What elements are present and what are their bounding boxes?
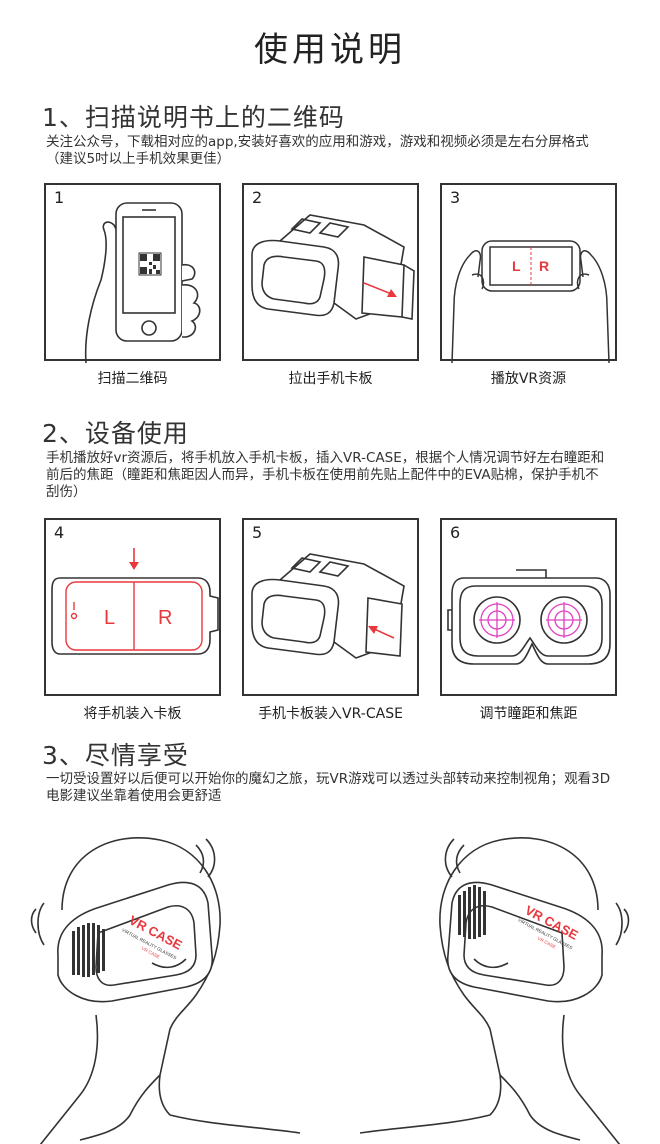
step-4-caption: 将手机装入卡板 bbox=[83, 706, 182, 722]
section-1-description: 关注公众号，下载相对应的app,安装好喜欢的应用和游戏，游戏和视频必须是左右分屏… bbox=[46, 134, 626, 168]
section-2-desc-line-3: 刮伤） bbox=[46, 484, 87, 500]
section-2-heading: 2、设备使用 bbox=[42, 419, 189, 448]
right-head-figure bbox=[359, 837, 630, 1144]
page-title: 使用说明 bbox=[254, 30, 406, 70]
right-eye-label: R bbox=[539, 258, 549, 274]
step-6-caption: 调节瞳距和焦距 bbox=[479, 706, 578, 722]
step-2-caption: 拉出手机卡板 bbox=[288, 371, 373, 387]
step-1-number: 1 bbox=[54, 188, 65, 207]
enjoy-vr-illustration: VR CASE VIRTUAL REALITY GLASSES VR CASE … bbox=[30, 837, 630, 1144]
adjust-lens-illustration bbox=[447, 569, 611, 665]
step-6-number: 6 bbox=[450, 523, 461, 542]
section-3-description: 一切受设置好以后便可以开始你的魔幻之旅，玩VR游戏可以透过头部转动来控制视角；观… bbox=[46, 771, 626, 805]
section-1-heading: 1、扫描说明书上的二维码 bbox=[42, 103, 345, 132]
step-2-number: 2 bbox=[252, 188, 263, 207]
right-headset-vents-icon bbox=[458, 885, 486, 939]
step-2-panel: 2 bbox=[242, 183, 419, 361]
phone-qr-illustration bbox=[84, 202, 201, 363]
step-5-panel: 5 bbox=[242, 518, 419, 696]
step-5-number: 5 bbox=[252, 523, 263, 542]
section-2-desc-line-1: 手机播放好vr资源后，将手机放入手机卡板，插入VR-CASE，根据个人情况调节好… bbox=[46, 450, 605, 466]
lens-crosshair-icon bbox=[479, 602, 582, 638]
section-3-heading: 3、尽情享受 bbox=[42, 741, 189, 770]
section-1-desc-line-2: （建议5吋以上手机效果更佳） bbox=[46, 151, 231, 167]
tray-into-headset-illustration bbox=[251, 553, 405, 659]
red-insert-arrow-icon bbox=[368, 626, 395, 639]
section-3-desc-line-1: 一切受设置好以后便可以开始你的魔幻之旅，玩VR游戏可以透过头部转动来控制视角；观… bbox=[46, 771, 611, 787]
step-3-number: 3 bbox=[450, 188, 461, 207]
section-3-desc-line-2: 电影建议坐靠着使用会更舒适 bbox=[46, 788, 222, 804]
step-4-number: 4 bbox=[54, 523, 65, 542]
phone-into-tray-illustration: L R bbox=[51, 548, 219, 655]
tray-left-label: L bbox=[104, 607, 115, 629]
left-eye-label: L bbox=[512, 258, 521, 274]
insert-arrow-icon bbox=[129, 548, 139, 570]
section-2-description: 手机播放好vr资源后，将手机放入手机卡板，插入VR-CASE，根据个人情况调节好… bbox=[46, 450, 626, 501]
step-5-caption: 手机卡板装入VR-CASE bbox=[258, 706, 403, 722]
step-1-panel: 1 bbox=[44, 183, 221, 363]
left-head-figure bbox=[30, 837, 301, 1144]
step-6-panel: 6 bbox=[440, 518, 617, 696]
left-headset-vents-icon bbox=[72, 923, 105, 977]
step-4-panel: 4 L R bbox=[44, 518, 221, 696]
section-1-desc-line-1: 关注公众号，下载相对应的app,安装好喜欢的应用和游戏，游戏和视频必须是左右分屏… bbox=[46, 134, 589, 150]
headset-pull-tray-illustration bbox=[251, 214, 415, 320]
step-3-caption: 播放VR资源 bbox=[490, 371, 567, 387]
step-3-panel: 3 L R bbox=[440, 183, 617, 363]
play-vr-illustration: L R bbox=[451, 240, 610, 363]
tray-right-label: R bbox=[158, 607, 172, 629]
red-arrow-icon bbox=[363, 282, 397, 297]
section-2-desc-line-2: 前后的焦距（瞳距和焦距因人而异，手机卡板在使用前先贴上配件中的EVA贴棉，保护手… bbox=[46, 467, 599, 483]
qr-code-icon bbox=[138, 252, 162, 276]
step-1-caption: 扫描二维码 bbox=[97, 371, 168, 387]
